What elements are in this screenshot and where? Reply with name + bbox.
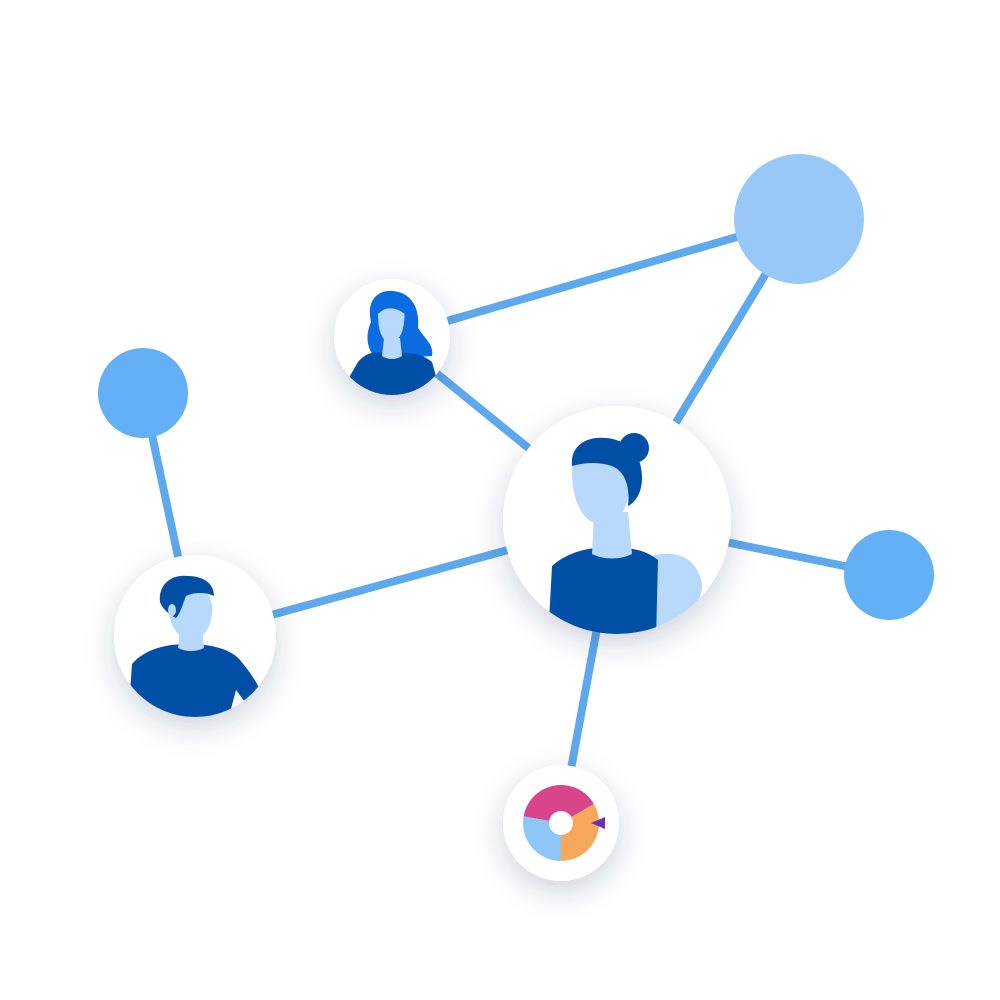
dot-dot-right	[844, 530, 934, 620]
node-man	[114, 555, 276, 717]
edge-woman-small-dot-top-right	[388, 215, 803, 341]
dot-dot-left	[98, 348, 188, 438]
node-woman-small	[334, 279, 450, 395]
node-woman-large	[503, 406, 731, 634]
donut-hole	[549, 811, 573, 835]
pointer-icon	[591, 817, 605, 829]
man-short-hair-illustration	[128, 575, 262, 717]
node-dot-right	[844, 530, 934, 620]
woman-long-hair-illustration	[342, 290, 442, 395]
node-dot-left	[98, 348, 188, 438]
node-dot-top-right	[734, 154, 864, 284]
donut-chart-icon	[523, 785, 605, 861]
nodes	[98, 154, 934, 881]
dot-dot-top-right	[734, 154, 864, 284]
node-chart	[503, 765, 619, 881]
donut-segment-pink	[523, 785, 594, 823]
woman-bun-illustration	[548, 433, 703, 634]
